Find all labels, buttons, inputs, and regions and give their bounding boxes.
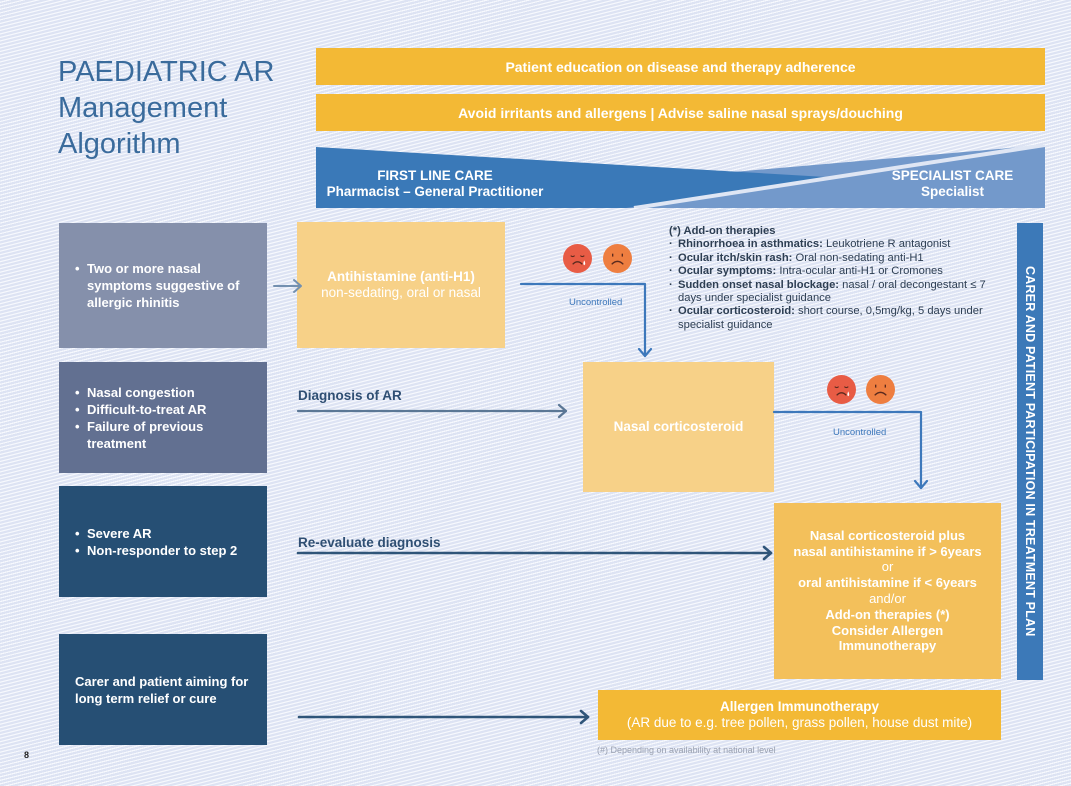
- title-line-2: Management: [58, 92, 228, 124]
- addon-therapies-header: (*) Add-on therapies: [669, 225, 776, 237]
- first-line-care-label: FIRST LINE CARE Pharmacist – General Pra…: [322, 168, 548, 200]
- carer-participation-text: CARER AND PATIENT PARTICIPATION IN TREAT…: [1023, 266, 1037, 637]
- uncontrolled-label-1: Uncontrolled: [569, 297, 623, 308]
- immunotherapy-sub: (AR due to e.g. tree pollen, grass polle…: [626, 715, 973, 730]
- addon-item-label: Sudden onset nasal blockage:: [678, 278, 840, 291]
- education-banner-text: Patient education on disease and therapy…: [505, 58, 856, 75]
- arrow-long-term-relief: [297, 709, 590, 725]
- nasal-corticosteroid-box: Nasal corticosteroid: [583, 362, 774, 492]
- antihistamine-box: Antihistamine (anti-H1) non-sedating, or…: [297, 222, 505, 348]
- condition-box-step1: Two or more nasal symptoms suggestive of…: [59, 223, 267, 348]
- combo-line-1: Nasal corticosteroid plus: [809, 527, 966, 543]
- sad-face-icon: [866, 375, 895, 404]
- avoid-irritants-banner-text: Avoid irritants and allergens | Advise s…: [458, 104, 903, 121]
- page-title: PAEDIATRIC AR Management Algorithm: [58, 54, 308, 162]
- education-banner: Patient education on disease and therapy…: [316, 48, 1045, 85]
- addon-item-label: Ocular itch/skin rash:: [678, 251, 793, 264]
- condition-item: Non-responder to step 2: [75, 542, 237, 559]
- title-line-3: Algorithm: [58, 128, 181, 160]
- immunotherapy-title: Allergen Immunotherapy: [719, 699, 880, 714]
- addon-item: Rhinorrhoea in asthmatics: Leukotriene R…: [669, 238, 1009, 252]
- addon-item-text: nasal / oral decongestant ≤ 7 days under…: [678, 278, 986, 305]
- condition-item: Two or more nasal symptoms suggestive of…: [75, 260, 253, 311]
- addon-item-text: Leukotriene R antagonist: [822, 238, 951, 251]
- combo-line-4: oral antihistamine if < 6years: [798, 575, 977, 591]
- addon-item-text: short course, 0,5mg/kg, 5 days under spe…: [678, 305, 983, 331]
- specialist-care-title: SPECIALIST CARE: [891, 168, 1014, 183]
- arrow-uncontrolled-1: [519, 282, 653, 358]
- carer-participation-bar: CARER AND PATIENT PARTICIPATION IN TREAT…: [1017, 223, 1043, 680]
- condition-item: Severe AR: [75, 525, 237, 542]
- condition-box-step4: Carer and patient aiming for long term r…: [59, 634, 267, 745]
- condition-box-step3: Severe AR Non-responder to step 2: [59, 486, 267, 597]
- arrow-reevaluate-diagnosis: [296, 545, 773, 561]
- combination-therapy-box: Nasal corticosteroid plus nasal antihist…: [774, 503, 1001, 679]
- condition-item: Failure of previous treatment: [75, 418, 253, 452]
- addon-item-text: Intra-ocular anti-H1 or Cromones: [776, 265, 943, 278]
- arrow-diagnosis-of-ar: [296, 403, 568, 419]
- first-line-care-title: FIRST LINE CARE: [377, 168, 493, 183]
- addon-item-label: Ocular corticosteroid:: [678, 305, 795, 318]
- first-line-care-sub: Pharmacist – General Practitioner: [326, 184, 544, 199]
- crying-face-icon: [827, 375, 856, 404]
- arrow-step1-to-antihistamine: [273, 279, 302, 293]
- combo-line-6: Add-on therapies (*): [825, 606, 950, 622]
- combo-line-2: nasal antihistamine if > 6years: [793, 543, 982, 559]
- specialist-care-sub: Specialist: [920, 184, 985, 199]
- arrow-uncontrolled-2: [772, 410, 929, 490]
- condition-text: Carer and patient aiming for long term r…: [75, 673, 249, 706]
- antihistamine-sub: non-sedating, oral or nasal: [321, 285, 481, 300]
- uncontrolled-label-2: Uncontrolled: [833, 427, 887, 438]
- condition-item: Nasal congestion: [75, 384, 253, 401]
- diagnosis-of-ar-label: Diagnosis of AR: [298, 388, 402, 403]
- condition-box-step2: Nasal congestion Difficult-to-treat AR F…: [59, 362, 267, 473]
- condition-item: Difficult-to-treat AR: [75, 401, 253, 418]
- reevaluate-diagnosis-label: Re-evaluate diagnosis: [298, 535, 441, 550]
- page-number: 8: [24, 750, 30, 760]
- addon-item: Ocular corticosteroid: short course, 0,5…: [669, 305, 1004, 332]
- crying-face-icon: [563, 244, 592, 273]
- combo-line-5: and/or: [869, 591, 906, 606]
- addon-item-label: Rhinorrhoea in asthmatics:: [678, 238, 823, 251]
- specialist-care-label: SPECIALIST CARE Specialist: [880, 168, 1025, 200]
- wedge-divider: [633, 145, 1045, 208]
- addon-item: Sudden onset nasal blockage: nasal / ora…: [669, 279, 999, 306]
- care-level-wedges: [316, 145, 1045, 208]
- antihistamine-title: Antihistamine (anti-H1): [327, 269, 475, 284]
- sad-face-icon: [603, 244, 632, 273]
- title-line-1: PAEDIATRIC AR: [58, 56, 275, 88]
- addon-therapies-list: (*) Add-on therapies Rhinorrhoea in asth…: [669, 225, 1009, 332]
- first-line-care-wedge-lower: [316, 177, 826, 208]
- nasal-corticosteroid-label: Nasal corticosteroid: [613, 419, 744, 434]
- addon-item: Ocular itch/skin rash: Oral non-sedating…: [669, 251, 1009, 266]
- addon-item-text: Oral non-sedating anti-H1: [792, 251, 924, 264]
- addon-item-label: Ocular symptoms:: [678, 265, 777, 278]
- footnote: (#) Depending on availability at nationa…: [597, 745, 776, 755]
- immunotherapy-box: Allergen Immunotherapy (AR due to e.g. t…: [598, 690, 1001, 740]
- combo-line-7: Consider Allergen: [831, 622, 944, 638]
- combo-line-3: or: [881, 559, 894, 575]
- avoid-irritants-banner: Avoid irritants and allergens | Advise s…: [316, 94, 1045, 131]
- addon-item: Ocular symptoms: Intra-ocular anti-H1 or…: [669, 265, 1009, 279]
- combo-line-8: Immunotherapy: [838, 638, 937, 654]
